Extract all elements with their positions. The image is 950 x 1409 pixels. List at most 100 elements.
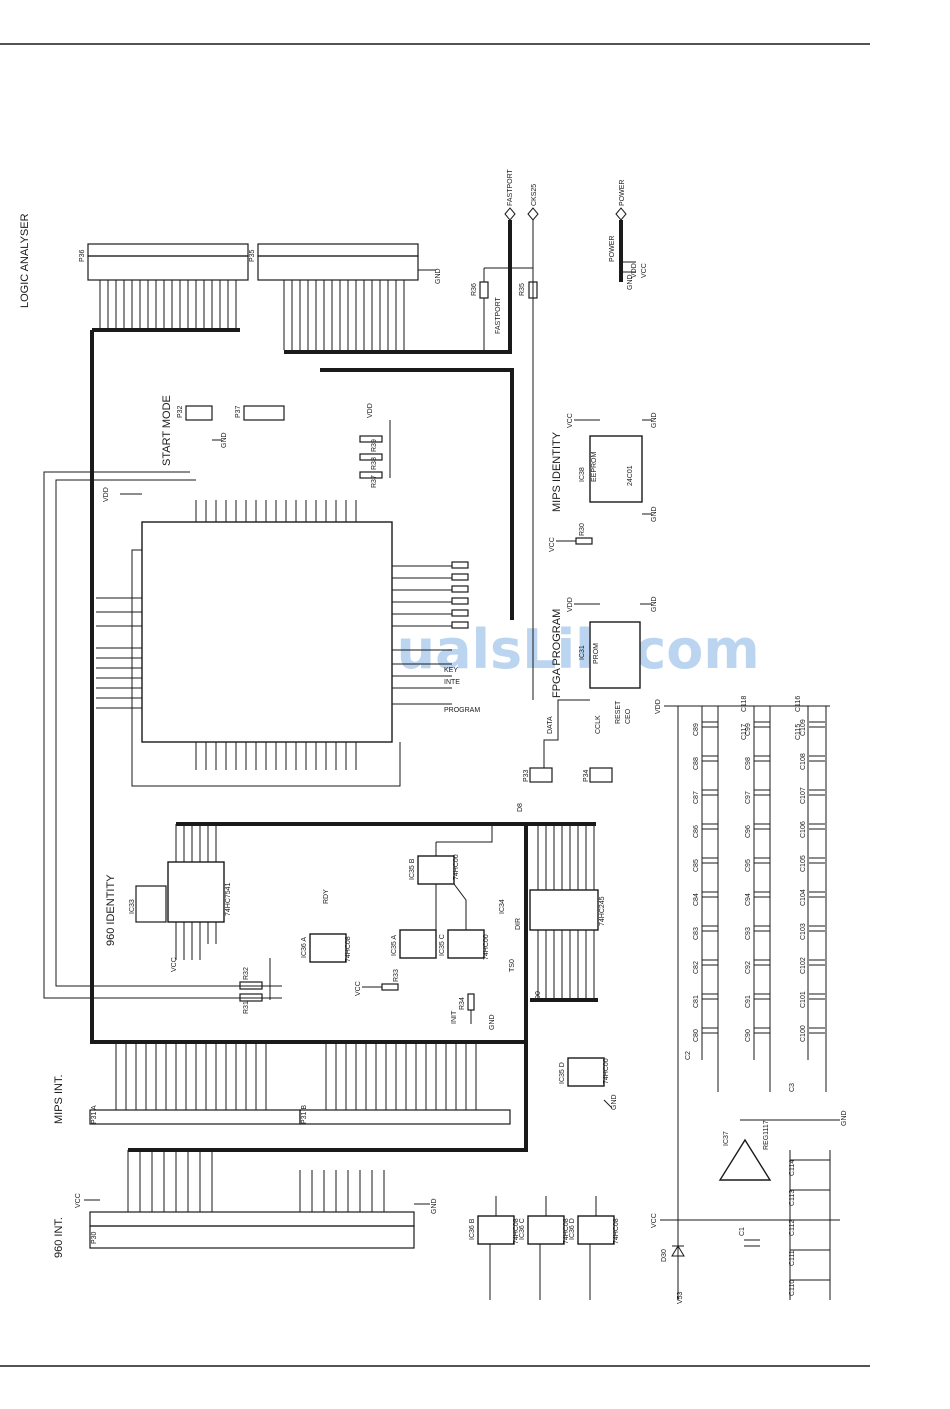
ic35d-gnd bbox=[603, 1099, 613, 1109]
label-ts0: TS0 bbox=[509, 959, 516, 972]
label-p33: P33 bbox=[523, 769, 530, 782]
label-vdd-r: VDD bbox=[367, 403, 374, 418]
capacitor-label: C96 bbox=[745, 825, 752, 838]
ic35c-gate bbox=[447, 929, 485, 959]
ic34-pins bbox=[537, 824, 595, 1000]
label-ic36b-type: 74HC08 bbox=[513, 1218, 520, 1244]
label-ic38-vcc: VCC bbox=[567, 413, 574, 428]
p30-fanout bbox=[127, 1150, 385, 1212]
label-d8: D8 bbox=[517, 803, 524, 812]
label-ic35c-type: 74HC00 bbox=[483, 934, 490, 960]
label-c111: C111 bbox=[789, 1250, 796, 1266]
label-r35: R35 bbox=[519, 283, 526, 296]
title-960-identity: 960 IDENTITY bbox=[105, 874, 117, 946]
label-c115: C115 bbox=[795, 724, 802, 740]
ic36-bottom-wires bbox=[489, 1196, 597, 1300]
bus-top-horizontal bbox=[284, 220, 512, 354]
label-r33-vcc: VCC bbox=[355, 981, 362, 996]
connector-p30 bbox=[89, 1211, 415, 1227]
ic37-regulator bbox=[718, 1138, 772, 1181]
resistor-r30 bbox=[575, 537, 593, 545]
label-p32: P32 bbox=[177, 405, 184, 418]
label-p30: P30 bbox=[91, 1231, 98, 1244]
diode-d30 bbox=[671, 1245, 685, 1257]
label-ic37: IC37 bbox=[723, 1131, 730, 1146]
fpga-main bbox=[141, 521, 393, 743]
label-c117: C117 bbox=[741, 724, 748, 740]
label-c3: C3 bbox=[789, 1083, 796, 1092]
ic33-pins bbox=[175, 824, 217, 960]
label-r34: R34 bbox=[459, 997, 466, 1010]
label-r30-vcc: VCC bbox=[549, 537, 556, 552]
fpga-bottom-pins bbox=[195, 742, 357, 770]
label-ic36a: IC36 A bbox=[301, 937, 308, 958]
label-ic33-type: 74HC7541 bbox=[225, 882, 232, 916]
ic36c-gate bbox=[527, 1215, 565, 1245]
label-r32: R32 bbox=[243, 967, 250, 980]
capacitor-label: C85 bbox=[693, 859, 700, 872]
capacitor-label: C87 bbox=[693, 791, 700, 804]
label-r30: R30 bbox=[579, 523, 586, 536]
capacitor-label: C90 bbox=[745, 1029, 752, 1042]
label-ic36a-type: 74HC08 bbox=[345, 936, 352, 962]
label-reset: RESET bbox=[615, 700, 622, 724]
label-ic38: IC38 bbox=[579, 467, 586, 482]
ic36a-gate bbox=[309, 933, 347, 963]
connector-p31b bbox=[299, 1109, 511, 1125]
label-ic36d-type: 74HC08 bbox=[613, 1218, 620, 1244]
capacitor-label: C97 bbox=[745, 791, 752, 804]
label-p31a: P31 A bbox=[91, 1105, 98, 1124]
label-ic34: IC34 bbox=[499, 899, 506, 914]
capacitor-label: C94 bbox=[745, 893, 752, 906]
fastport-terminal bbox=[504, 207, 516, 221]
label-ic38-gnd2: GND bbox=[651, 506, 658, 522]
capacitor-label: C89 bbox=[693, 723, 700, 736]
resistor-r34 bbox=[467, 993, 475, 1011]
ic35-interconnect bbox=[435, 824, 493, 930]
ic31-prom bbox=[589, 621, 641, 689]
connector-p35 bbox=[257, 243, 419, 257]
label-p37: P37 bbox=[235, 405, 242, 418]
label-vcc-rail: VCC bbox=[651, 1213, 658, 1228]
label-ic34-type: 74HC245 bbox=[599, 896, 606, 926]
title-mips-int: MIPS INT. bbox=[53, 1074, 65, 1124]
label-c114: C114 bbox=[789, 1160, 796, 1176]
label-p30-gnd: GND bbox=[431, 1198, 438, 1214]
label-ic35b: IC35 B bbox=[409, 858, 416, 880]
connector-p33 bbox=[529, 767, 553, 783]
label-ic31: IC31 bbox=[579, 645, 586, 660]
capacitor-label: C92 bbox=[745, 961, 752, 974]
connector-p30-body bbox=[89, 1225, 415, 1249]
label-c113: C113 bbox=[789, 1190, 796, 1206]
capacitor-label: C101 bbox=[800, 991, 807, 1008]
label-p36: P36 bbox=[79, 249, 86, 262]
capacitor-label: C98 bbox=[745, 757, 752, 770]
capacitor-label: C104 bbox=[800, 889, 807, 906]
label-inte: INTE bbox=[444, 679, 460, 686]
capacitor-label: C99 bbox=[745, 723, 752, 736]
label-power-gnd: GND bbox=[627, 274, 634, 290]
title-start-mode: START MODE bbox=[161, 395, 173, 466]
ic34-transceiver bbox=[529, 889, 599, 931]
label-ic35d-gnd: GND bbox=[611, 1094, 618, 1110]
label-d0: D0 bbox=[535, 991, 542, 1000]
connector-p36-pins bbox=[87, 255, 249, 281]
resistor-r36 bbox=[479, 281, 489, 299]
label-r38: R38 bbox=[371, 457, 378, 470]
resistor-r33 bbox=[381, 983, 399, 991]
capacitor-label: C86 bbox=[693, 825, 700, 838]
label-r33: R33 bbox=[393, 969, 400, 982]
label-ic35d-type: 74HC00 bbox=[603, 1058, 610, 1084]
label-init: INIT bbox=[451, 1010, 458, 1024]
connector-p34 bbox=[589, 767, 613, 783]
capacitor-label: C81 bbox=[693, 995, 700, 1008]
label-fpga-vdd: VDD bbox=[103, 487, 110, 502]
capacitor-label: C80 bbox=[693, 1029, 700, 1042]
label-key: KEY bbox=[444, 667, 458, 674]
label-ic37-type: REG1117 bbox=[763, 1120, 770, 1150]
fpga-top-pins bbox=[195, 500, 357, 522]
label-gnd-rail: GND bbox=[841, 1110, 848, 1126]
fpga-right-pins bbox=[392, 565, 452, 705]
label-power-vcc: VCC bbox=[641, 263, 648, 278]
